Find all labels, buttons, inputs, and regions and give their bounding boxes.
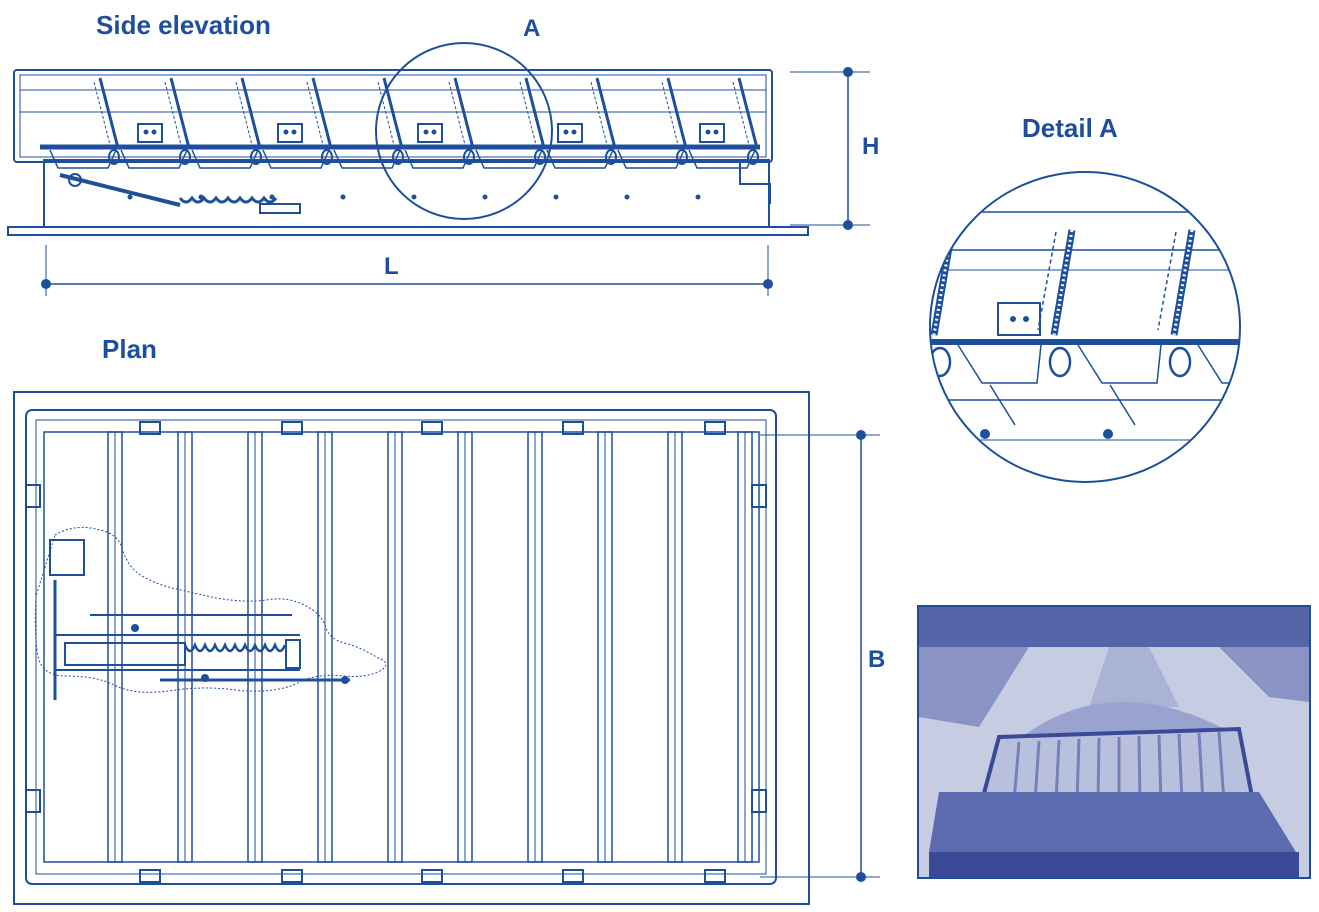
detail-a-marker: A	[523, 15, 541, 42]
plan-frame-tabs	[139, 421, 726, 883]
detail-a-circle	[929, 171, 1241, 483]
plan-actuator-icon	[49, 539, 350, 700]
length-dimension-label: L	[384, 253, 399, 280]
detail-a-callout-circle	[375, 42, 553, 220]
louvre-frame	[13, 69, 773, 163]
plan-blade	[737, 431, 753, 863]
plan-blade	[527, 431, 543, 863]
side-blade	[404, 77, 475, 169]
plan-frame-inner	[35, 419, 767, 875]
side-blade	[191, 77, 262, 169]
breadth-dimension-label: B	[868, 646, 886, 673]
louvre-blades-side	[49, 77, 759, 169]
mounting-plates	[137, 123, 725, 143]
side-elevation-title: Side elevation	[96, 10, 271, 40]
upstand-screws	[127, 194, 701, 200]
detail-blade	[1157, 229, 1240, 426]
plan-blade	[317, 431, 333, 863]
upstand	[43, 159, 770, 228]
detail-a-title: Detail A	[1022, 113, 1118, 143]
louvre-blades-detail	[930, 229, 1240, 426]
side-blade	[262, 77, 333, 169]
detail-mounting-plate	[997, 302, 1041, 336]
side-blade	[333, 77, 404, 169]
plan-frame-outer	[25, 409, 777, 885]
side-blade	[120, 77, 191, 169]
detail-blade	[1037, 229, 1162, 426]
base-flange	[7, 226, 809, 236]
side-blade	[546, 77, 617, 169]
louvre-blades-plan	[107, 431, 753, 863]
height-dimension-label: H	[862, 133, 880, 160]
gas-spring-actuator-icon	[59, 173, 301, 214]
side-blade	[49, 77, 120, 169]
plan-blade	[597, 431, 613, 863]
plan-blade	[107, 431, 123, 863]
side-elevation-view	[7, 42, 870, 296]
cutaway-outline	[34, 526, 387, 693]
side-blade	[688, 77, 759, 169]
detail-blade	[930, 229, 1042, 426]
plan-blade	[387, 431, 403, 863]
side-blade	[475, 77, 546, 169]
plan-blade	[667, 431, 683, 863]
installed-skylight-photo	[917, 605, 1311, 879]
plan-upstand-outline	[13, 391, 810, 905]
plan-blade	[457, 431, 473, 863]
plan-view	[13, 391, 880, 905]
plan-title: Plan	[102, 334, 157, 364]
detail-a-view	[929, 171, 1241, 483]
side-blade	[617, 77, 688, 169]
